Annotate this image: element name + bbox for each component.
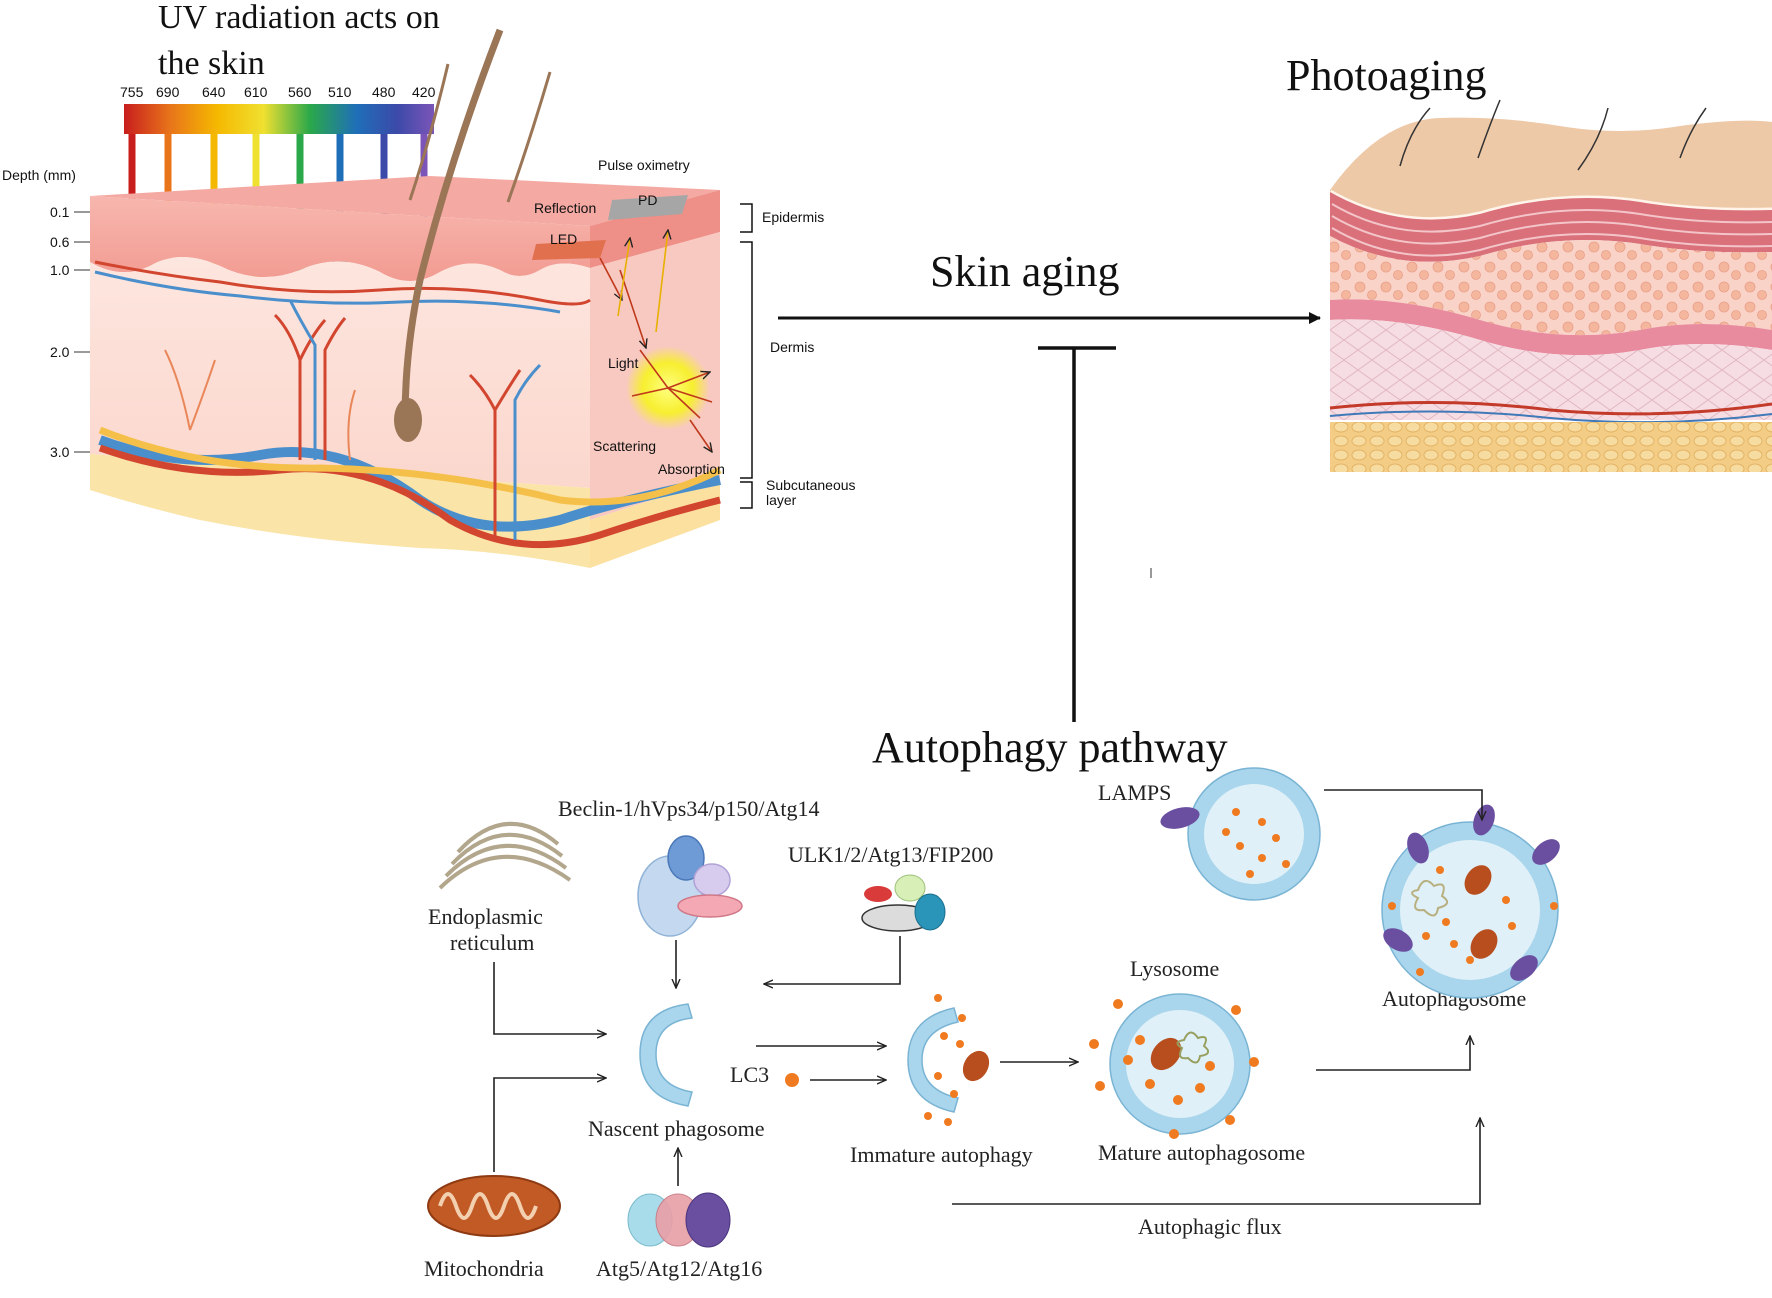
blood-vessel-blue	[94, 270, 561, 314]
mitochondria-label: Mitochondria	[424, 1256, 544, 1281]
hair-shaft-2	[506, 71, 552, 203]
nerve-fiber	[98, 426, 722, 506]
uv-skin-panel: UV radiation acts on the skin 755 690 640 6…	[2, 0, 856, 568]
skin-top-surface	[90, 176, 720, 226]
er-label-2: reticulum	[450, 930, 534, 955]
lamps-label: LAMPS	[1098, 780, 1171, 805]
absorption-label: Absorption	[658, 461, 725, 477]
ulk-complex-icon	[861, 874, 946, 932]
led-sensor	[532, 240, 606, 260]
epidermis-bracket	[740, 203, 753, 233]
dermis-label: Dermis	[770, 339, 814, 355]
pulse-oximetry-label: Pulse oximetry	[598, 157, 690, 173]
wavelength-label: 755	[120, 84, 144, 100]
deep-vessel-red	[98, 444, 721, 549]
nascent-phagosome-icon	[639, 1003, 693, 1107]
autophagy-pathway-label: Autophagy pathway	[872, 723, 1228, 772]
ulk-label: ULK1/2/Atg13/FIP200	[788, 842, 993, 867]
blood-vessel-red	[94, 260, 591, 306]
lamps-lysosome-icon	[1160, 767, 1321, 901]
scattering-label: Scattering	[593, 438, 656, 454]
hair-bulb	[394, 398, 422, 442]
photoaging-title: Photoaging	[1286, 51, 1486, 100]
immature-autophagy-icon	[907, 994, 990, 1126]
pd-sensor	[608, 195, 688, 220]
wavelength-label: 480	[372, 84, 396, 100]
lc3-dot	[785, 1073, 799, 1087]
lysosome-label: Lysosome	[1130, 956, 1219, 981]
epidermis-label: Epidermis	[762, 209, 824, 225]
beclin-label: Beclin-1/hVps34/p150/Atg14	[558, 796, 820, 821]
pd-label: PD	[638, 192, 657, 208]
hair-shaft	[401, 28, 504, 421]
wavelength-labels: 755 690 640 610 560 510 480 420	[120, 84, 436, 100]
depth-tick-label: 2.0	[50, 344, 70, 360]
basement-band	[1330, 299, 1772, 356]
uv-title-line2: the skin	[158, 45, 265, 82]
wavelength-label: 610	[244, 84, 268, 100]
epidermis-layer	[90, 196, 590, 281]
autophagosome-icon	[1381, 804, 1560, 999]
depth-tick-label: 1.0	[50, 262, 70, 278]
subcutaneous-label-2: layer	[766, 492, 797, 508]
atg5-complex-icon	[627, 1192, 731, 1248]
capillary-right-blue	[513, 363, 542, 540]
autophagy-diagram: Beclin-1/hVps34/p150/Atg14 ULK1/2/Atg13/…	[424, 767, 1560, 1281]
aged-dermis	[1330, 236, 1772, 336]
mitochondria-icon	[427, 1175, 561, 1237]
photoaging-vessel-red	[1329, 400, 1772, 416]
skin-side-face	[590, 190, 720, 268]
wrinkle-lines	[1399, 99, 1707, 171]
dermis-bracket	[740, 241, 753, 479]
subcutaneous-bracket	[740, 481, 753, 509]
dermis-layer	[90, 257, 590, 488]
capillary-left-blue	[288, 299, 317, 460]
led-label: LED	[550, 231, 577, 247]
scatter-rays	[599, 230, 712, 452]
depth-tick-label: 0.6	[50, 234, 70, 250]
flux-label: Autophagic flux	[1138, 1214, 1282, 1239]
depth-axis-title: Depth (mm)	[2, 167, 76, 183]
photoaging-vessel-blue	[1329, 410, 1772, 424]
endoplasmic-reticulum-icon	[438, 822, 572, 890]
wrinkled-surface	[1330, 117, 1772, 220]
collagen-mesh	[1330, 319, 1772, 420]
nascent-label: Nascent phagosome	[588, 1116, 765, 1141]
nerve-branch	[164, 349, 356, 461]
mature-autophagosome-icon	[1089, 993, 1259, 1139]
depth-ticks: 0.1 0.6 1.0 2.0 3.0	[50, 204, 90, 460]
capillary-right	[468, 369, 522, 540]
depth-tick-label: 3.0	[50, 444, 70, 460]
subcutaneous-label-1: Subcutaneous	[766, 477, 856, 493]
epidermis-cell-lines	[1331, 203, 1772, 257]
wavelength-label: 560	[288, 84, 312, 100]
depth-tick-label: 0.1	[50, 204, 70, 220]
wavelength-label: 420	[412, 84, 436, 100]
autophagy-arrows	[493, 789, 1482, 1205]
photoaging-panel: Photoaging	[1286, 51, 1772, 472]
center-connectors: Skin aging Autophagy pathway	[778, 247, 1321, 772]
uv-title-line1: UV radiation acts on	[158, 0, 440, 36]
skin-side-subcut	[590, 478, 720, 568]
beclin-complex-icon	[637, 835, 743, 937]
er-label-1: Endoplasmic	[428, 904, 543, 929]
light-label: Light	[608, 355, 638, 371]
skin-aging-label: Skin aging	[930, 247, 1119, 296]
wavelength-label: 510	[328, 84, 352, 100]
fat-layer	[1330, 422, 1772, 472]
wavelength-label: 640	[202, 84, 226, 100]
spectrum-bar	[124, 104, 434, 134]
atg5-label: Atg5/Atg12/Atg16	[596, 1256, 762, 1281]
mature-label: Mature autophagosome	[1098, 1140, 1305, 1165]
lc3-label: LC3	[730, 1062, 769, 1087]
reflection-label: Reflection	[534, 200, 596, 216]
immature-label: Immature autophagy	[850, 1142, 1033, 1167]
hair-shaft-3	[408, 63, 450, 201]
wavelength-label: 690	[156, 84, 180, 100]
